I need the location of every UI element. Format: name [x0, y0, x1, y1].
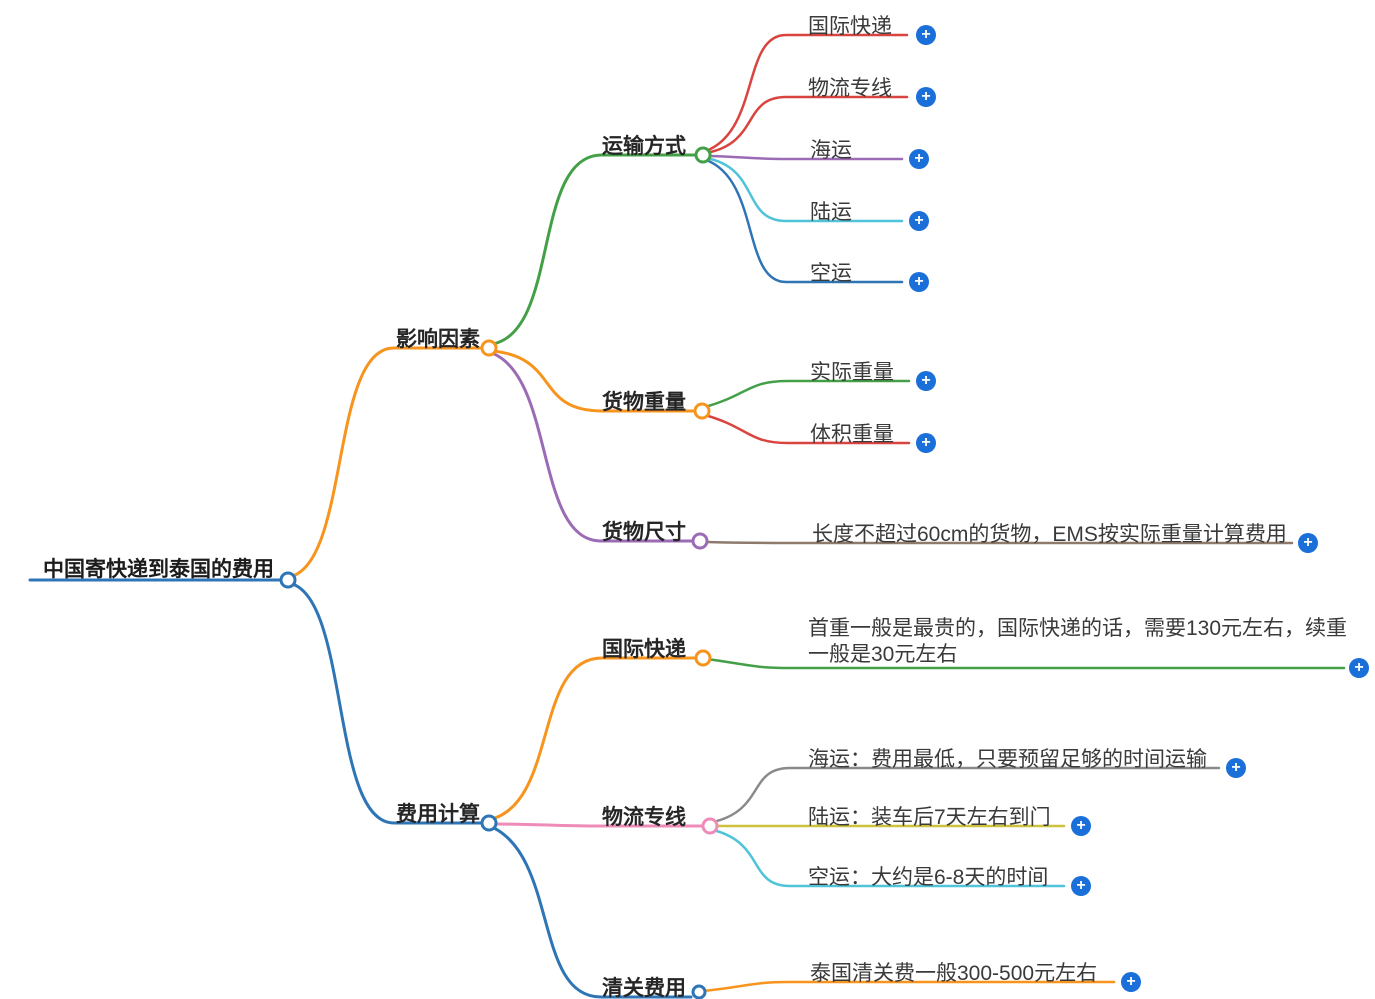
connector-cargo-weight[interactable]	[693, 402, 711, 420]
node-cargo-weight[interactable]: 货物重量	[602, 391, 686, 414]
connector-cargo-size[interactable]	[691, 532, 709, 550]
node-logistics-line-2[interactable]: 物流专线	[602, 806, 686, 829]
leaf-line-actual-weight	[703, 379, 911, 409]
connector-transport-method[interactable]	[694, 146, 712, 164]
node-customs-fee[interactable]: 清关费用	[602, 977, 686, 999]
add-button-customs-desc[interactable]: +	[1121, 972, 1141, 992]
add-button-cargo-size-desc[interactable]: +	[1298, 533, 1318, 553]
leaf-line-air	[704, 158, 904, 284]
add-button-land-desc[interactable]: +	[1071, 816, 1091, 836]
leaf-actual-weight[interactable]: 实际重量	[810, 361, 894, 384]
node-international-express-2[interactable]: 国际快递	[602, 638, 686, 661]
leaf-air[interactable]: 空运	[810, 262, 852, 285]
add-button-sea-desc[interactable]: +	[1226, 758, 1246, 778]
leaf-line-sea-desc	[711, 766, 1221, 824]
node-cargo-size[interactable]: 货物尺寸	[602, 521, 686, 544]
branch-line-international-express-2	[490, 656, 698, 821]
leaf-line-sea	[708, 154, 904, 161]
branch-line-customs-fee	[490, 825, 693, 999]
root-node-label[interactable]: 中国寄快递到泰国的费用	[43, 558, 274, 581]
connector-logistics-line-2[interactable]	[701, 817, 719, 835]
leaf-customs-desc[interactable]: 泰国清关费一般300-500元左右	[810, 962, 1098, 985]
add-button-actual-weight[interactable]: +	[916, 371, 936, 391]
branch-line-cargo-weight	[491, 349, 697, 413]
add-button-sea[interactable]: +	[909, 149, 929, 169]
leaf-volume-weight[interactable]: 体积重量	[810, 423, 894, 446]
leaf-sea-desc[interactable]: 海运：费用最低，只要预留足够的时间运输	[808, 748, 1207, 771]
connector-root[interactable]	[279, 571, 297, 589]
leaf-sea[interactable]: 海运	[810, 139, 852, 162]
leaf-land[interactable]: 陆运	[810, 201, 852, 224]
connector-influencing-factors[interactable]	[480, 339, 498, 357]
add-button-land[interactable]: +	[909, 211, 929, 231]
add-button-international-express[interactable]: +	[916, 25, 936, 45]
add-button-volume-weight[interactable]: +	[916, 433, 936, 453]
leaf-cargo-size-desc[interactable]: 长度不超过60cm的货物，EMS按实际重量计算费用	[812, 523, 1287, 546]
branch-line-transport-method	[491, 153, 698, 346]
leaf-logistics-line[interactable]: 物流专线	[808, 77, 892, 100]
add-button-air[interactable]: +	[909, 272, 929, 292]
add-button-logistics-line[interactable]: +	[916, 87, 936, 107]
leaf-international-express[interactable]: 国际快递	[808, 15, 892, 38]
leaf-line-land	[704, 156, 904, 223]
leaf-line-logistics-line	[704, 95, 909, 155]
leaf-line-international-express	[704, 33, 909, 153]
branch-line-influencing-factors	[287, 346, 484, 579]
branch-line-cost-calculation	[287, 581, 484, 825]
leaf-line-volume-weight	[703, 413, 911, 445]
add-button-air-desc[interactable]: +	[1071, 876, 1091, 896]
branch-line-logistics-line-2	[491, 822, 705, 828]
leaf-line-customs-desc	[701, 980, 1116, 993]
node-cost-calculation[interactable]: 费用计算	[396, 803, 480, 826]
leaf-line-cargo-size-desc	[705, 540, 1294, 545]
leaf-air-desc[interactable]: 空运：大约是6-8天的时间	[808, 866, 1049, 889]
leaf-land-desc[interactable]: 陆运：装车后7天左右到门	[808, 806, 1051, 829]
branch-line-cargo-size	[490, 351, 695, 543]
leaf-line-first-weight-desc	[705, 657, 1346, 670]
connector-international-express-2[interactable]	[694, 649, 712, 667]
add-button-first-weight-desc[interactable]: +	[1349, 658, 1369, 678]
node-influencing-factors[interactable]: 影响因素	[396, 328, 480, 351]
connector-cost-calculation[interactable]	[480, 814, 498, 832]
node-transport-method[interactable]: 运输方式	[602, 135, 686, 158]
leaf-line-air-desc	[711, 828, 1066, 888]
connector-customs-fee[interactable]	[691, 984, 707, 999]
leaf-first-weight-desc[interactable]: 首重一般是最贵的，国际快递的话，需要130元左右，续重一般是30元左右	[808, 617, 1348, 666]
